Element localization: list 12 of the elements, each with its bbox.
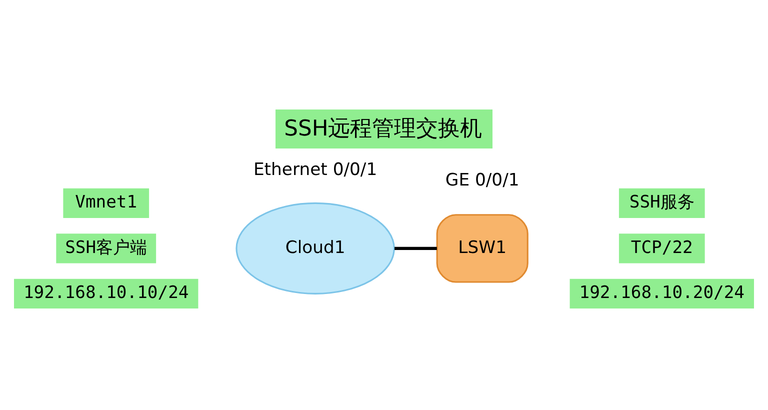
diagram-title: SSH远程管理交换机 bbox=[284, 116, 482, 142]
label: Vmnet1 bbox=[75, 192, 138, 212]
label: SSH客户端 bbox=[65, 237, 148, 258]
connector bbox=[394, 246, 437, 250]
node-ellipse: Cloud1 bbox=[236, 202, 395, 294]
label: Ethernet 0/0/1 bbox=[253, 159, 378, 180]
label: TCP/22 bbox=[630, 237, 693, 258]
label: SSH服务 bbox=[629, 192, 694, 212]
label: 192.168.10.10/24 bbox=[23, 282, 189, 303]
node-box: LSW1 bbox=[436, 214, 528, 282]
label: 192.168.10.20/24 bbox=[579, 282, 745, 303]
label: GE 0/0/1 bbox=[445, 170, 520, 190]
